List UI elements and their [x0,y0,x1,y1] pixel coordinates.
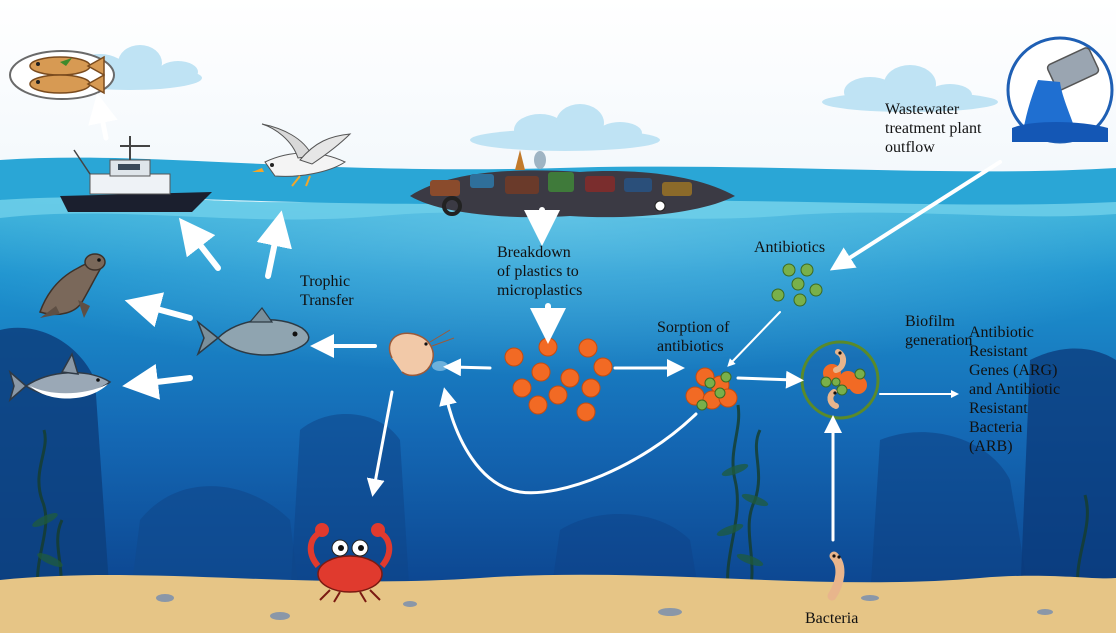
arrow-micro-to-shrimp [452,367,490,368]
arrow-sorption-to-biofilm [738,378,795,380]
label-bacteria: Bacteria [805,609,858,628]
fish-plate-icon [10,51,114,99]
biofilm-icon [802,342,878,418]
label-antibiotics: Antibiotics [754,238,825,257]
wastewater-pipe-icon [1008,38,1112,142]
sand-floor [0,575,1116,633]
